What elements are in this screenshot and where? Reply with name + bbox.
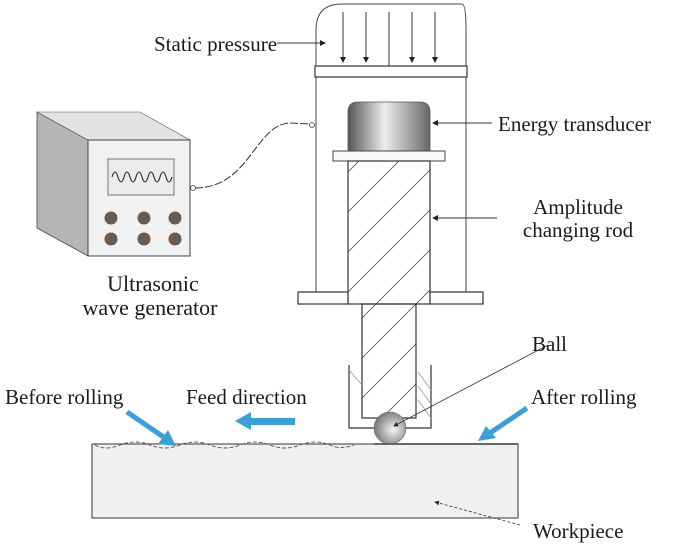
- feed-direction-arrow: [235, 412, 295, 430]
- waveform-icon: [111, 171, 173, 183]
- label-workpiece: Workpiece: [533, 519, 623, 543]
- generator-knobs: [104, 211, 182, 246]
- label-static-pressure: Static pressure: [154, 32, 277, 56]
- ball: [373, 411, 407, 445]
- right-flange: [429, 291, 484, 305]
- blue-arrows: [125, 405, 529, 446]
- left-flange: [297, 291, 349, 305]
- before-rolling-arrow: [125, 409, 176, 446]
- label-amplitude-line2: changing rod: [523, 218, 634, 242]
- label-ball: Ball: [532, 332, 567, 356]
- cable: [194, 122, 311, 189]
- label-feed-direction: Feed direction: [186, 385, 307, 409]
- rough-surface: [94, 441, 355, 449]
- ball-leader: [393, 344, 549, 427]
- label-before-rolling: Before rolling: [5, 385, 124, 409]
- energy-transducer: [347, 101, 431, 153]
- label-energy-transducer: Energy transducer: [498, 112, 651, 136]
- workpiece: [91, 441, 519, 519]
- label-amplitude-line1: Amplitude: [533, 195, 623, 219]
- static-pressure-arrows: [340, 12, 438, 66]
- label-generator-line2: wave generator: [83, 295, 219, 320]
- housing: [314, 3, 468, 300]
- ultrasonic-wave-generator: [36, 111, 196, 257]
- oscilloscope-screen: [107, 158, 175, 196]
- label-after-rolling: After rolling: [531, 385, 637, 409]
- label-generator-line1: Ultrasonic: [107, 271, 199, 296]
- after-rolling-arrow: [478, 405, 529, 441]
- pressure-plate: [314, 65, 468, 78]
- transducer-flange: [332, 150, 446, 162]
- amplitude-changing-rod: [297, 160, 484, 419]
